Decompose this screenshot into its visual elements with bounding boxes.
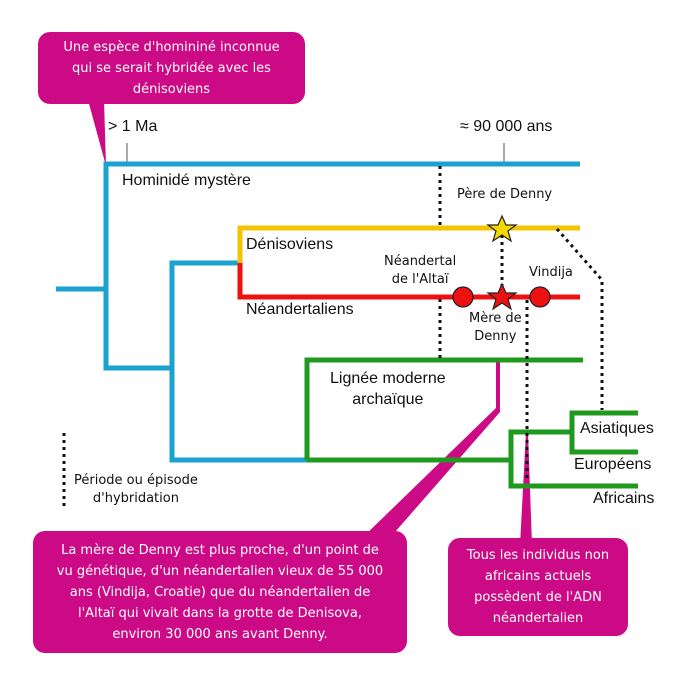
altai-marker [452,286,474,308]
label-line: d'hybridation [92,491,179,506]
branch-hominide [56,161,580,463]
callout-top-tail [88,100,106,166]
callout-text: africains actuels [484,569,592,584]
branch-moderne [304,357,638,489]
label-line: archaïque [352,391,424,408]
label-line: Période ou épisode [74,473,198,488]
label-africains: Africains [593,490,655,507]
label-mere-denny: Mère de Denny [469,310,522,346]
time-label-1ma: > 1 Ma [108,118,158,135]
label-vindija: Vindija [529,265,573,280]
vindija-marker [529,286,551,308]
callout-text: environ 30 000 ans avant Denny. [112,626,328,642]
time-label-90ka: ≈ 90 000 ans [460,118,553,135]
callout-text: néandertalien [492,611,584,626]
callout-bottom-left: La mère de Denny est plus proche, d'un p… [33,531,407,653]
label-line: Lignée moderne [330,370,446,387]
callout-text: ans (Vindija, Croatie) que du néandertal… [69,584,371,600]
label-line: Denny [474,329,517,344]
label-denisoviens: Dénisoviens [246,236,334,253]
hybridation-lines [62,166,604,510]
pere-star-icon [486,214,518,243]
label-hominide: Hominidé mystère [122,172,251,189]
label-moderne: Lignée moderne archaïque [330,368,446,410]
label-europeens: Européens [574,456,652,473]
label-line: Néandertal [384,254,457,269]
callout-text: qui se serait hybridée avec les [72,60,271,76]
callout-text: possèdent de l'ADN [474,590,602,605]
branch-denisoviens [237,225,580,263]
callout-text: Tous les individus non [466,548,610,563]
label-asiatiques: Asiatiques [580,420,654,437]
callout-text: l'Altaï qui vivait dans la grotte de Den… [78,605,362,621]
mere-star-icon [486,282,518,311]
label-altai: Néandertal de l'Altaï [384,253,456,289]
label-neandertaliens: Néandertaliens [246,301,354,318]
callout-text: Une espèce d'homininé inconnue [63,39,280,55]
callout-text: dénisoviens [132,81,211,97]
callout-bottom-right: Tous les individus non africains actuels p… [448,538,628,636]
label-line: de l'Altaï [391,272,449,287]
callout-top: Une espèce d'homininé inconnue qui se ser… [38,32,305,104]
callout-text: La mère de Denny est plus proche, d'un p… [61,542,379,558]
label-pere-denny: Père de Denny [457,187,553,202]
label-line: Mère de [469,311,522,326]
callout-text: vu génétique, d'un néandertalien vieux d… [56,563,384,579]
legend-hybridation: Période ou épisode d'hybridation [74,472,198,508]
